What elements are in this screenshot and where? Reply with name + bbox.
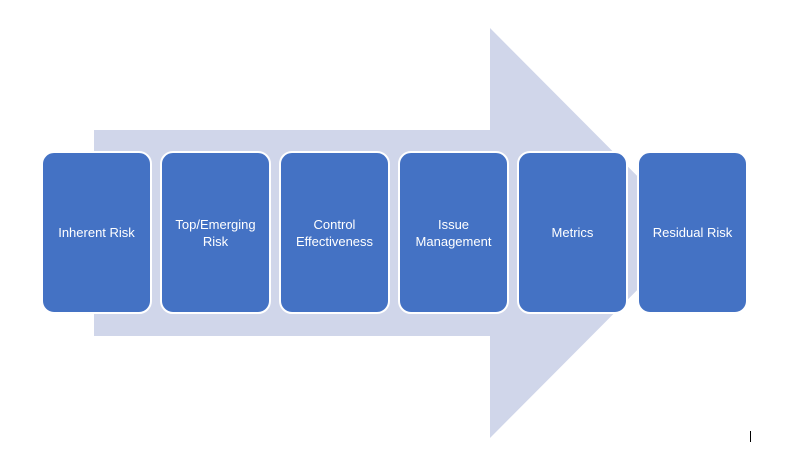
step-label: Issue Management bbox=[415, 216, 492, 249]
step-box-top-emerging-risk[interactable]: Top/Emerging Risk bbox=[160, 151, 271, 314]
text-cursor bbox=[750, 431, 751, 442]
step-label: Inherent Risk bbox=[58, 225, 135, 240]
step-box-inherent-risk[interactable]: Inherent Risk bbox=[41, 151, 152, 314]
step-label: Top/Emerging Risk bbox=[175, 216, 256, 249]
step-box-control-effectiveness[interactable]: Control Effectiveness bbox=[279, 151, 390, 314]
step-label: Residual Risk bbox=[652, 225, 733, 240]
step-box-residual-risk[interactable]: Residual Risk bbox=[637, 151, 748, 314]
step-label: Control Effectiveness bbox=[295, 216, 374, 249]
step-box-metrics[interactable]: Metrics bbox=[517, 151, 628, 314]
step-box-issue-management[interactable]: Issue Management bbox=[398, 151, 509, 314]
step-label: Metrics bbox=[551, 225, 594, 240]
background-arrow-shape bbox=[94, 28, 694, 438]
